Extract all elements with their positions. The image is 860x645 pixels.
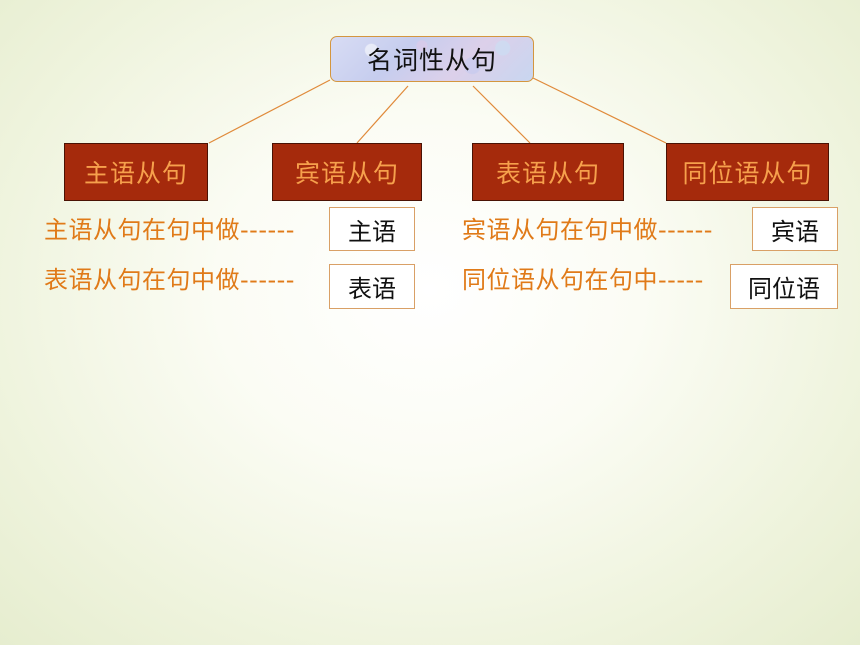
child-node-label: 同位语从句	[682, 159, 813, 188]
child-node-predicative-clause: 表语从句	[472, 143, 624, 201]
answer-text: 宾语	[771, 217, 819, 246]
answer-text: 主语	[348, 217, 396, 246]
root-node-noun-clause: 名词性从句	[330, 36, 534, 82]
statement-object-clause: 宾语从句在句中做------	[462, 216, 713, 244]
answer-text: 表语	[348, 275, 396, 303]
connector-line-appositive	[532, 77, 667, 144]
connector-line-predicative	[472, 85, 531, 144]
connector-line-object	[356, 85, 409, 144]
child-node-object-clause: 宾语从句	[272, 143, 422, 201]
answer-box-subject: 主语	[329, 207, 415, 251]
child-node-label: 宾语从句	[294, 159, 399, 188]
statement-subject-clause: 主语从句在句中做------	[44, 216, 295, 244]
child-node-label: 主语从句	[83, 159, 188, 188]
answer-box-appositive: 同位语	[730, 264, 838, 309]
root-node-label: 名词性从句	[366, 46, 497, 75]
child-node-label: 表语从句	[495, 159, 600, 188]
connector-line-subject	[208, 79, 331, 144]
child-node-appositive-clause: 同位语从句	[666, 143, 829, 201]
statement-predicative-clause: 表语从句在句中做------	[44, 266, 295, 294]
answer-box-object: 宾语	[752, 207, 838, 251]
statement-appositive-clause: 同位语从句在句中-----	[462, 266, 704, 294]
answer-text: 同位语	[748, 275, 820, 303]
child-node-subject-clause: 主语从句	[64, 143, 208, 201]
answer-box-predicative: 表语	[329, 264, 415, 309]
